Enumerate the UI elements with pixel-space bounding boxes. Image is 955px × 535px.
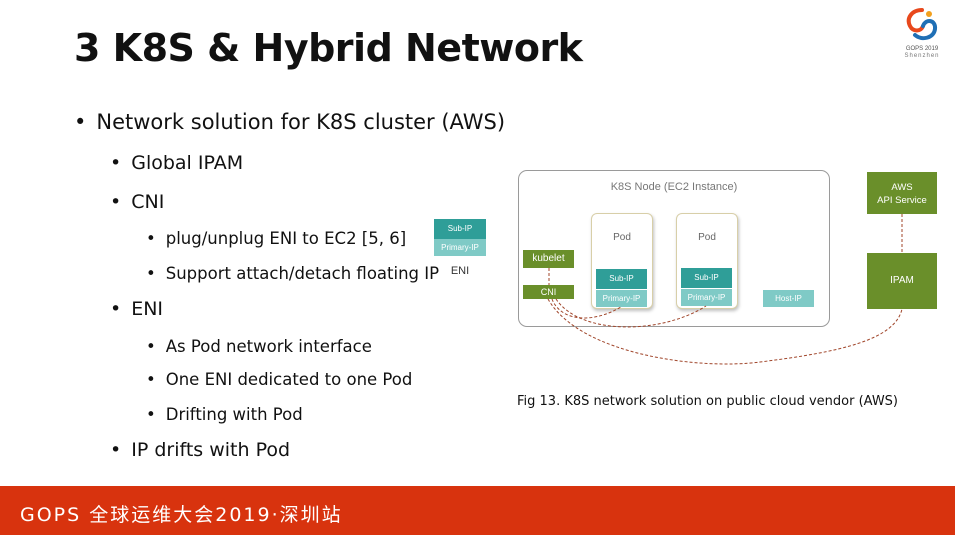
kubelet-box: kubelet <box>523 250 574 268</box>
footer-text: GOPS 全球运维大会2019·深圳站 <box>20 504 343 526</box>
cni-ipam-link <box>547 298 903 365</box>
gops-swirl-icon <box>906 8 938 41</box>
gops-logo: GOPS 2019 Shenzhen <box>893 6 951 66</box>
bullet-level3: •Drifting with Pod <box>146 405 303 424</box>
pod-sub-ip: Sub-IP <box>681 268 732 288</box>
pod-primary-ip: Primary-IP <box>681 289 732 306</box>
bullet-level1: •Network solution for K8S cluster (AWS) <box>74 110 506 134</box>
bullet-level2: •CNI <box>110 191 165 213</box>
bullet-level2: •ENI <box>110 298 164 320</box>
logo-text-city: Shenzhen <box>904 53 940 59</box>
eni-legend: Sub-IP Primary-IP ENI <box>434 219 486 277</box>
slide-title: 3 K8S & Hybrid Network <box>74 26 583 70</box>
aws-api-line2: API Service <box>877 195 927 206</box>
cni-box: CNI <box>523 285 574 299</box>
eni-legend-primary-ip: Primary-IP <box>434 239 486 256</box>
eni-legend-label: ENI <box>450 265 470 277</box>
eni-legend-sub-ip: Sub-IP <box>434 219 486 239</box>
figure-caption: Fig 13. K8S network solution on public c… <box>517 394 899 409</box>
ipam-box: IPAM <box>867 253 937 309</box>
bullet-level2: •IP drifts with Pod <box>110 439 291 461</box>
aws-api-service-box: AWS API Service <box>867 172 937 214</box>
cni-pod2-link <box>555 298 707 328</box>
logo-text-event: GOPS 2019 <box>905 46 939 52</box>
cni-pod1-link <box>551 298 622 319</box>
footer-bar: GOPS 全球运维大会2019·深圳站 <box>0 486 955 535</box>
bullet-level3: •plug/unplug ENI to EC2 [5, 6] <box>146 229 407 248</box>
bullet-level2: •Global IPAM <box>110 152 244 174</box>
k8s-node-label: K8S Node (EC2 Instance) <box>610 181 738 193</box>
bullet-level3: •As Pod network interface <box>146 337 372 356</box>
aws-api-line1: AWS <box>891 182 913 193</box>
bullet-level3: •One ENI dedicated to one Pod <box>146 370 413 389</box>
pod-sub-ip: Sub-IP <box>596 269 647 289</box>
pod-label: Pod <box>698 232 716 243</box>
host-ip: Host-IP <box>763 290 814 307</box>
pod-label: Pod <box>613 232 631 243</box>
bullet-level3: •Support attach/detach floating IP <box>146 264 440 283</box>
pod-primary-ip: Primary-IP <box>596 290 647 307</box>
